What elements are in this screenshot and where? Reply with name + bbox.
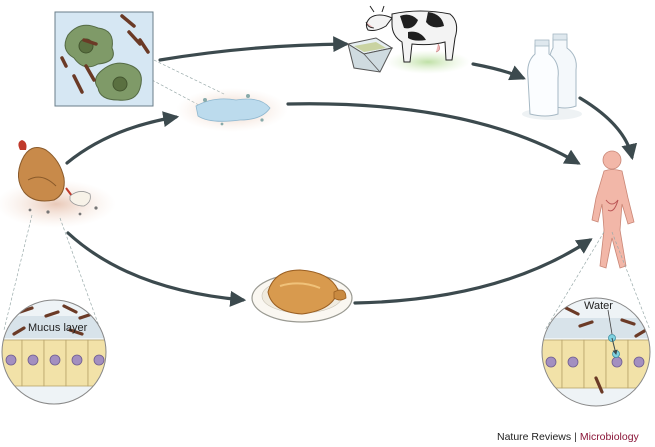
water-puddle-icon — [176, 88, 288, 132]
human-gut-inset-icon: Water — [541, 231, 651, 407]
mucus-layer-label: Mucus layer — [28, 322, 88, 334]
arrow-water-to-human — [286, 102, 581, 165]
arrow-chicken-to-water — [65, 111, 180, 165]
cow-icon — [365, 5, 470, 74]
chicken-icon — [0, 140, 116, 228]
arrow-milk-to-human — [578, 96, 638, 161]
human-figure-icon — [591, 150, 635, 269]
chicken-gut-inset-icon: Mucus layer — [1, 214, 107, 405]
milk-bottles-icon — [522, 33, 582, 120]
journal-subject: Microbiology — [579, 431, 639, 443]
credit-separator: | — [574, 431, 577, 443]
transmission-arrows — [65, 36, 638, 307]
feed-trough-icon — [346, 37, 394, 73]
journal-credit: Nature Reviews|Microbiology — [497, 431, 639, 443]
arrow-cow-to-milk — [471, 62, 526, 81]
arrow-roast-to-human — [353, 238, 593, 305]
journal-name: Nature Reviews — [497, 431, 572, 443]
water-label: Water — [584, 300, 613, 312]
arrow-chicken-to-roast — [66, 231, 247, 307]
roast-chicken-icon — [251, 269, 353, 323]
amoeba-inset-icon — [54, 11, 227, 113]
arrow-amoeba-to-trough — [158, 36, 350, 62]
